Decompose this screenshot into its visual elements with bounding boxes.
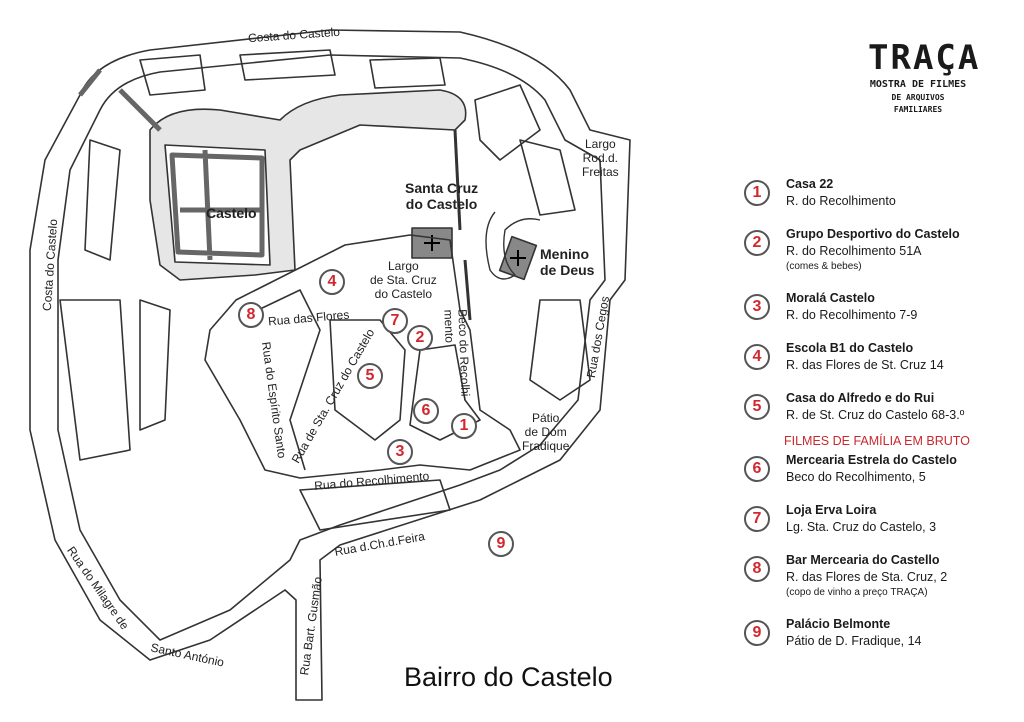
- legend-marker: 3: [744, 294, 770, 320]
- label-line: Freitas: [582, 165, 619, 179]
- legend-marker: 9: [744, 620, 770, 646]
- label-line: Largo: [584, 137, 616, 151]
- label-line: Santa Cruz: [405, 180, 479, 196]
- castle-keep: [164, 144, 271, 266]
- map-title: Bairro do Castelo: [404, 662, 613, 692]
- legend-item: 4 Escola B1 do Castelo R. das Flores de St…: [744, 340, 1014, 374]
- legend: 1 Casa 22 R. do Recolhimento 2 Grupo Despor…: [744, 176, 1014, 666]
- label-patio: Pátio de Dom Fradique: [522, 411, 569, 453]
- logo-title: TRAÇA: [868, 38, 981, 78]
- legend-address: Pátio de D. Fradique, 14: [786, 634, 922, 648]
- label-largo-rod: Largo Rod.d. Freitas: [582, 137, 619, 179]
- map-marker-3[interactable]: 3: [387, 439, 413, 465]
- legend-name: Casa do Alfredo e do Rui: [786, 391, 935, 405]
- legend-marker: 7: [744, 506, 770, 532]
- legend-name: Escola B1 do Castelo: [786, 341, 914, 355]
- legend-note: (comes & bebes): [786, 261, 862, 272]
- legend-address: R. de St. Cruz do Castelo 68-3.º: [786, 408, 965, 422]
- inner-street-outline: [57, 54, 606, 641]
- logo-subtitle: MOSTRA DE FILMES: [869, 79, 967, 90]
- legend-item: 8 Bar Mercearia do Castello R. das Flores …: [744, 552, 1014, 600]
- legend-marker: 1: [744, 180, 770, 206]
- legend-marker: 8: [744, 556, 770, 582]
- legend-address: R. do Recolhimento 51A: [786, 244, 922, 258]
- legend-name: Loja Erva Loira: [786, 503, 877, 517]
- traca-logo: TRAÇA MOSTRA DE FILMES DE ARQUIVOS FAMIL…: [868, 38, 981, 116]
- neighborhood-map: [29, 29, 631, 701]
- legend-marker: 5: [744, 394, 770, 420]
- legend-address: Beco do Recolhimento, 5: [786, 470, 926, 484]
- legend-item: 1 Casa 22 R. do Recolhimento: [744, 176, 1014, 210]
- legend-address: R. das Flores de St. Cruz 14: [786, 358, 944, 372]
- map-marker-9[interactable]: 9: [488, 531, 514, 557]
- legend-section-title: FILMES DE FAMÍLIA EM BRUTO: [784, 434, 970, 448]
- label-santa-cruz: Santa Cruz do Castelo: [405, 180, 478, 212]
- map-marker-4[interactable]: 4: [319, 269, 345, 295]
- legend-item: 3 Moralá Castelo R. do Recolhimento 7-9: [744, 290, 1014, 324]
- label-line: Rod.d.: [582, 151, 619, 165]
- map-marker-8[interactable]: 8: [238, 302, 264, 328]
- legend-note: (copo de vinho a preço TRAÇA): [786, 587, 928, 598]
- label-castelo: Castelo: [206, 205, 257, 221]
- legend-item: 5 Casa do Alfredo e do Rui R. de St. Cruz …: [744, 390, 1014, 424]
- map-marker-6[interactable]: 6: [413, 398, 439, 424]
- legend-name: Moralá Castelo: [786, 291, 875, 305]
- label-line: Menino: [540, 246, 589, 262]
- label-line: Pátio: [532, 411, 560, 425]
- legend-marker: 6: [744, 456, 770, 482]
- legend-address: R. do Recolhimento: [786, 194, 896, 208]
- legend-name: Mercearia Estrela do Castelo: [786, 453, 957, 467]
- label-line: Fradique: [522, 439, 570, 453]
- santa-cruz-church: [411, 227, 453, 259]
- outer-street-outline: [29, 29, 631, 701]
- legend-marker: 4: [744, 344, 770, 370]
- logo-subtitle-2: DE ARQUIVOS FAMILIARES: [891, 93, 945, 114]
- legend-name: Grupo Desportivo do Castelo: [786, 227, 960, 241]
- legend-item: 2 Grupo Desportivo do Castelo R. do Recolh…: [744, 226, 1014, 274]
- label-line: do Castelo: [405, 196, 478, 212]
- map-marker-5[interactable]: 5: [357, 363, 383, 389]
- label-line: Largo: [388, 259, 419, 273]
- label-menino-deus: Menino de Deus: [540, 246, 594, 278]
- label-line: de Dom: [524, 425, 567, 439]
- label-line: de Deus: [540, 262, 595, 278]
- label-line: de Sta. Cruz: [370, 273, 437, 287]
- map-marker-7[interactable]: 7: [382, 308, 408, 334]
- legend-address: R. das Flores de Sta. Cruz, 2: [786, 570, 948, 584]
- legend-address: Lg. Sta. Cruz do Castelo, 3: [786, 520, 937, 534]
- map-marker-1[interactable]: 1: [451, 413, 477, 439]
- legend-marker: 2: [744, 230, 770, 256]
- label-beco: Beco do Recolhi- mento: [441, 309, 472, 401]
- legend-name: Bar Mercearia do Castello: [786, 553, 940, 567]
- legend-name: Casa 22: [786, 177, 834, 191]
- label-line: do Castelo: [374, 287, 433, 301]
- map-marker-2[interactable]: 2: [407, 325, 433, 351]
- label-largo-sta: Largo de Sta. Cruz do Castelo: [370, 259, 437, 301]
- legend-name: Palácio Belmonte: [786, 617, 891, 631]
- legend-address: R. do Recolhimento 7-9: [786, 308, 918, 322]
